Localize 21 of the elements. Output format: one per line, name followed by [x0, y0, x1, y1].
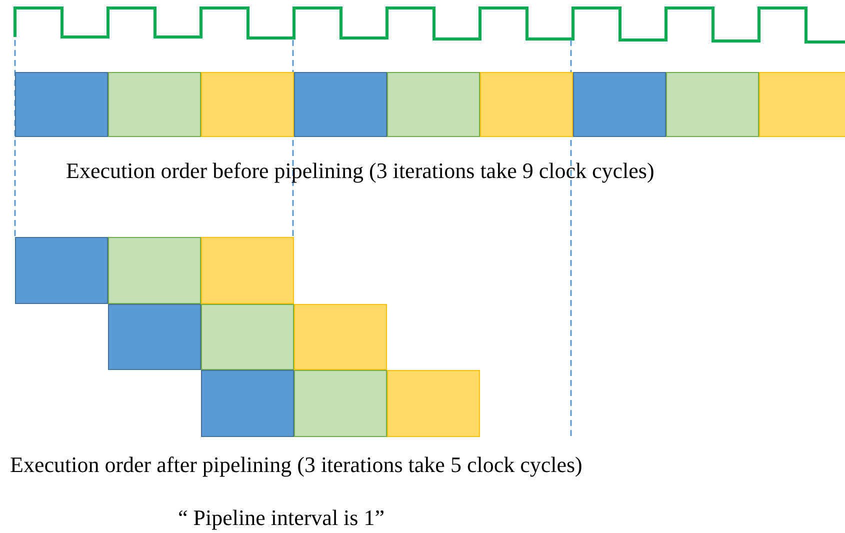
stage-block [108, 304, 201, 370]
stage-block [201, 237, 294, 304]
caption-text: “ Pipeline interval is 1” [178, 505, 384, 531]
stage-block [294, 72, 387, 137]
stage-block [108, 237, 201, 304]
stage-block [294, 304, 387, 370]
stage-block [573, 72, 666, 137]
stage-block [15, 72, 108, 137]
stage-block [387, 370, 480, 436]
stage-block [201, 72, 294, 137]
stage-block [108, 72, 201, 137]
stage-block [294, 370, 387, 436]
stage-block [666, 72, 759, 137]
stage-block [201, 304, 294, 370]
stage-block [15, 237, 108, 304]
stage-block [480, 72, 573, 137]
caption-text: Execution order after pipelining (3 iterations take 5 clock cycles) [10, 452, 582, 478]
stage-block [759, 72, 845, 137]
caption-text: Execution order before pipelining (3 iterations take 9 clock cycles) [66, 158, 654, 184]
stage-block [387, 72, 480, 137]
stage-block [201, 370, 294, 436]
